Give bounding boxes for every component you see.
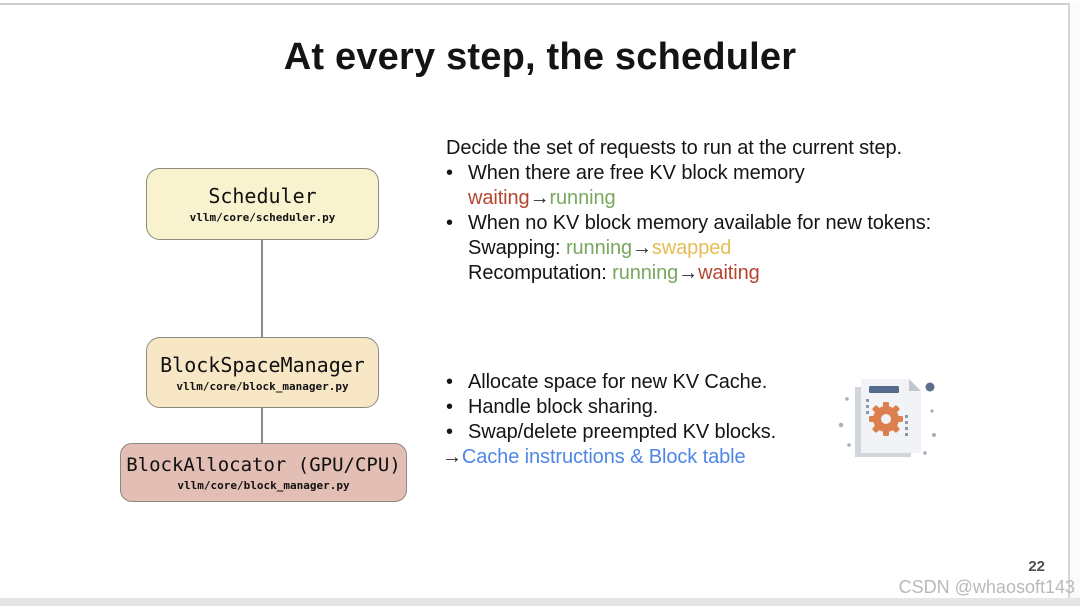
allocator-bullet-line: • Allocate space for new KV Cache. xyxy=(446,370,776,395)
blockallocator-box-path: vllm/core/block_manager.py xyxy=(177,478,350,492)
recompute-transition-line: Recomputation: running → waiting xyxy=(446,261,931,286)
blockspacemanager-box-title: BlockSpaceManager xyxy=(160,352,365,377)
state-running: running xyxy=(549,187,616,209)
scheduler-box-title: Scheduler xyxy=(208,184,317,208)
arrow-icon: → xyxy=(529,187,550,209)
free-memory-bullet-line: • When there are free KV block memory xyxy=(446,161,931,186)
state-waiting: waiting xyxy=(468,187,530,209)
page-title: At every step, the scheduler xyxy=(283,36,797,78)
free-memory-bullet-text: When there are free KV block memory xyxy=(468,162,805,184)
connector-blockspace-allocator xyxy=(261,408,263,443)
swapping-label: Swapping: xyxy=(468,237,566,259)
recompute-label: Recomputation: xyxy=(468,262,613,284)
document-gear-icon xyxy=(838,379,936,457)
free-transition-line: waiting → running xyxy=(446,186,931,211)
bullet-icon: • xyxy=(446,421,453,443)
blockallocator-box-title: BlockAllocator (GPU/CPU) xyxy=(126,453,401,476)
notes-intro-line: Decide the set of requests to run at the… xyxy=(446,136,931,161)
bullet-icon: • xyxy=(446,371,453,393)
allocator-bullet-line: • Handle block sharing. xyxy=(446,395,776,420)
scheduler-box: Scheduler vllm/core/scheduler.py xyxy=(146,168,379,240)
no-memory-bullet-text: When no KV block memory available for ne… xyxy=(468,212,932,234)
allocator-bullet-line: • Swap/delete preempted KV blocks. xyxy=(446,420,776,445)
bullet-icon: • xyxy=(446,396,453,418)
watermark: CSDN @whaosoft143 xyxy=(898,577,1075,597)
arrow-icon: → xyxy=(678,262,699,284)
cache-instructions-link[interactable]: Cache instructions & Block table xyxy=(461,446,746,468)
bullet-icon: • xyxy=(446,212,453,234)
state-swapped: swapped xyxy=(651,237,732,259)
connector-scheduler-blockspace xyxy=(261,240,263,337)
swapping-transition-line: Swapping: running → swapped xyxy=(446,236,931,261)
slide-bottom-strip xyxy=(0,598,1080,606)
slide-top-border xyxy=(0,3,1080,5)
bullet-icon: • xyxy=(446,162,453,184)
allocator-bullet-text: Allocate space for new KV Cache. xyxy=(468,371,768,393)
state-waiting: waiting xyxy=(698,262,760,284)
scheduler-box-path: vllm/core/scheduler.py xyxy=(189,211,336,224)
blockallocator-box: BlockAllocator (GPU/CPU) vllm/core/block… xyxy=(120,443,407,502)
blockspacemanager-box: BlockSpaceManager vllm/core/block_manage… xyxy=(146,337,379,408)
allocator-bullet-text: Handle block sharing. xyxy=(468,396,659,418)
notes-intro-text: Decide the set of requests to run at the… xyxy=(446,137,902,159)
arrow-icon: → xyxy=(442,446,462,468)
allocator-notes: • Allocate space for new KV Cache. • Handl… xyxy=(442,370,776,470)
state-running: running xyxy=(565,237,632,259)
arrow-icon: → xyxy=(632,237,652,259)
slide-right-gutter xyxy=(1070,3,1080,598)
cache-instructions-link-line: → Cache instructions & Block table xyxy=(442,445,776,470)
no-memory-bullet-line: • When no KV block memory available for n… xyxy=(446,211,931,236)
page-number: 22 xyxy=(1028,558,1045,575)
blockspacemanager-box-path: vllm/core/block_manager.py xyxy=(176,379,349,393)
scheduler-notes: Decide the set of requests to run at the… xyxy=(446,136,931,286)
allocator-bullet-text: Swap/delete preempted KV blocks. xyxy=(468,421,777,443)
slide-right-border xyxy=(1068,3,1070,598)
state-running: running xyxy=(612,262,679,284)
